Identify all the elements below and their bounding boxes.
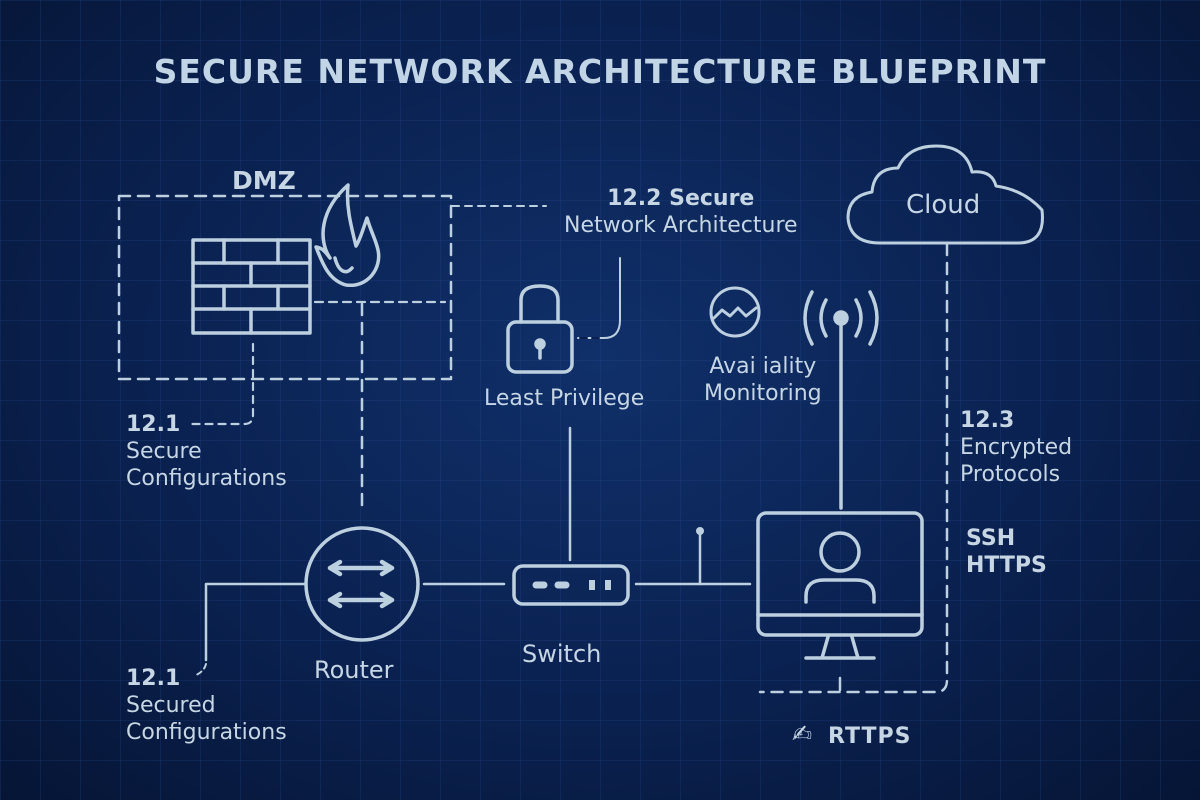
annotation-12-2-text: Network Architecture — [564, 212, 798, 238]
monitor-user-icon — [756, 511, 924, 660]
annotation-12-1-top-line1: Secure — [126, 438, 202, 464]
annotation-12-2: 12.2 Secure Network Architecture — [564, 186, 798, 240]
annotation-12-1-bottom: 12.1 Secured Configurations — [126, 666, 287, 746]
hand-icon: ✍ — [792, 720, 813, 748]
router-icon — [304, 526, 420, 642]
wireless-antenna-icon — [803, 290, 879, 510]
annotation-12-1-top-number: 12.1 — [126, 412, 181, 437]
annotation-12-2-number: 12.2 Secure — [607, 186, 755, 211]
router-label: Router — [314, 656, 394, 684]
protocol-ssh: SSH — [966, 526, 1016, 551]
annotation-12-1-top-line2: Configurations — [126, 465, 287, 491]
annotation-12-3-number: 12.3 — [960, 408, 1015, 433]
annotation-12-1-bottom-line2: Configurations — [126, 719, 287, 745]
switch-icon — [512, 564, 630, 606]
monitoring-gauge-icon — [709, 286, 761, 338]
annotation-12-3: 12.3 Encrypted Protocols — [960, 408, 1072, 488]
availability-line1: Avai iality — [709, 354, 817, 379]
connector-cloud-down — [758, 242, 949, 694]
connector-12-2-to-lock — [577, 257, 621, 339]
connector-dmz-to-12-1 — [190, 342, 255, 426]
availability-line2: Monitoring — [704, 380, 822, 406]
dmz-label: DMZ — [232, 166, 296, 195]
switch-label: Switch — [522, 640, 602, 668]
dmz-zone-box — [117, 194, 453, 381]
connector-router-to-12-1 — [204, 582, 306, 662]
bottom-protocol-label: RTTPS — [828, 724, 912, 749]
lock-icon — [506, 284, 574, 374]
availability-monitoring-label: Avai iality Monitoring — [704, 354, 822, 408]
protocol-list: SSH HTTPS — [966, 526, 1047, 580]
annotation-12-1-top: 12.1 Secure Configurations — [126, 412, 287, 492]
annotation-12-1-bottom-number: 12.1 — [126, 666, 181, 691]
annotation-12-3-line1: Encrypted — [960, 434, 1073, 460]
flame-icon — [314, 183, 381, 287]
firewall-icon — [191, 238, 312, 335]
cloud-label: Cloud — [906, 190, 981, 220]
page-title: SECURE NETWORK ARCHITECTURE BLUEPRINT — [153, 52, 1047, 91]
cloud-icon — [846, 144, 1044, 245]
protocol-https: HTTPS — [966, 552, 1047, 578]
annotation-12-1-bottom-line1: Secured — [126, 692, 216, 718]
least-privilege-label: Least Privilege — [484, 386, 645, 411]
annotation-12-3-line2: Protocols — [960, 461, 1061, 487]
